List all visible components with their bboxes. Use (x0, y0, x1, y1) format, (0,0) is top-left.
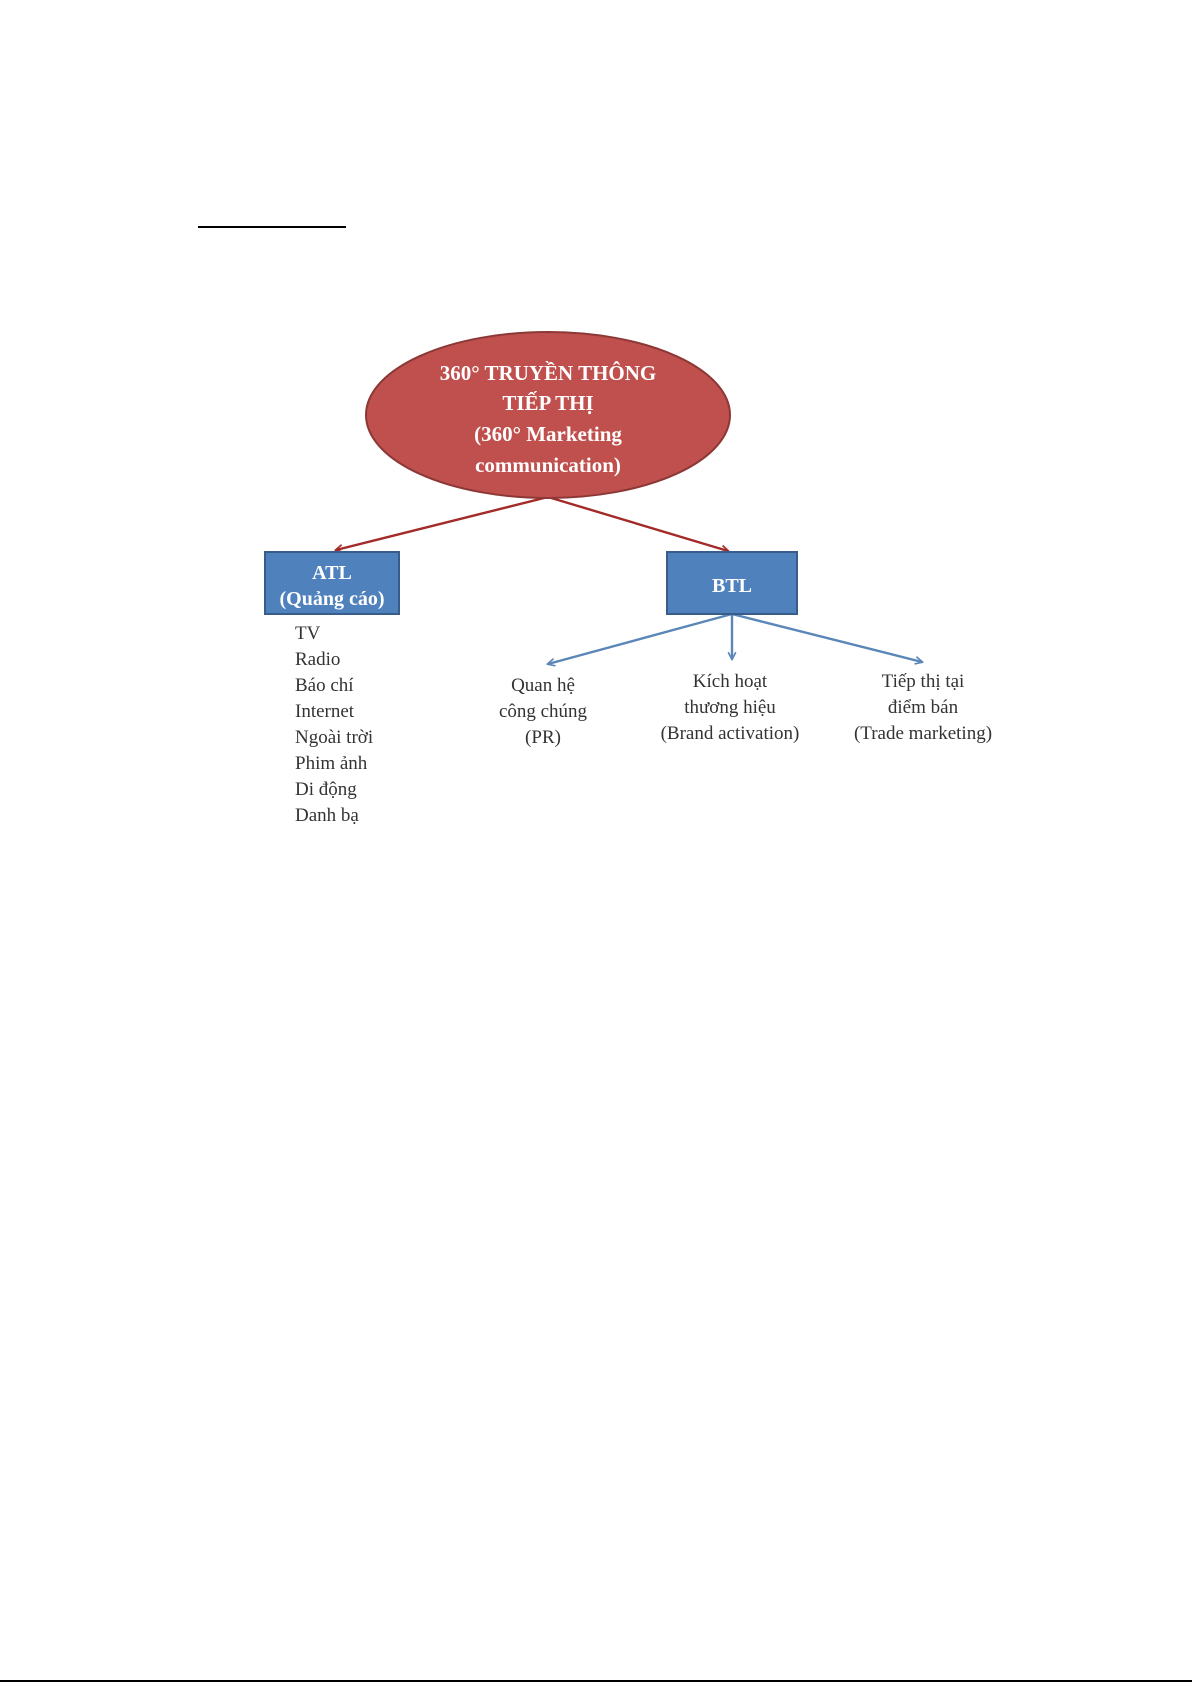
atl-node: ATL (Quảng cáo) (265, 552, 399, 614)
btl-child-pr-line-1: Quan hệ (511, 675, 575, 696)
connector-root-btl (548, 497, 728, 551)
btl-child-activation-line-1: Kích hoạt (693, 671, 768, 692)
btl-child-pr-line-2: công chúng (499, 701, 588, 722)
atl-channel-item: Danh bạ (295, 805, 359, 826)
root-line-1: 360° TRUYỀN THÔNG (440, 361, 657, 385)
btl-child-activation-line-2: thương hiệu (684, 697, 776, 718)
connector-btl-pr (548, 614, 732, 664)
atl-channel-item: Di động (295, 779, 357, 800)
btl-child-trade-line-2: điểm bán (888, 697, 959, 718)
btl-child-trade-line-1: Tiếp thị tại (882, 671, 965, 692)
root-line-2: TIẾP THỊ (502, 391, 593, 415)
root-line-3: (360° Marketing (474, 422, 622, 446)
btl-child-pr-line-3: (PR) (525, 727, 561, 748)
btl-label: BTL (712, 575, 752, 597)
atl-channel-item: TV (295, 623, 321, 644)
btl-child-activation-line-3: (Brand activation) (661, 723, 800, 744)
atl-channel-item: Phim ảnh (295, 753, 368, 774)
btl-child-trade: Tiếp thị tại điểm bán (Trade marketing) (854, 671, 992, 744)
btl-child-activation: Kích hoạt thương hiệu (Brand activation) (661, 671, 800, 744)
page-bottom-rule (0, 1680, 1192, 1682)
root-node: 360° TRUYỀN THÔNG TIẾP THỊ (360° Marketi… (366, 332, 730, 498)
atl-sublabel: (Quảng cáo) (280, 588, 385, 610)
root-line-4: communication) (475, 453, 621, 477)
btl-child-trade-line-3: (Trade marketing) (854, 723, 992, 744)
atl-channel-item: Radio (295, 649, 340, 670)
btl-node: BTL (667, 552, 797, 614)
atl-label: ATL (312, 562, 352, 584)
atl-channel-list: TV Radio Báo chí Internet Ngoài trời Phi… (295, 623, 373, 826)
atl-channel-item: Báo chí (295, 675, 354, 696)
atl-channel-item: Ngoài trời (295, 727, 373, 748)
btl-child-pr: Quan hệ công chúng (PR) (499, 675, 588, 748)
connector-root-atl (336, 497, 548, 550)
atl-channel-item: Internet (295, 701, 355, 722)
connector-btl-trade (732, 614, 922, 662)
